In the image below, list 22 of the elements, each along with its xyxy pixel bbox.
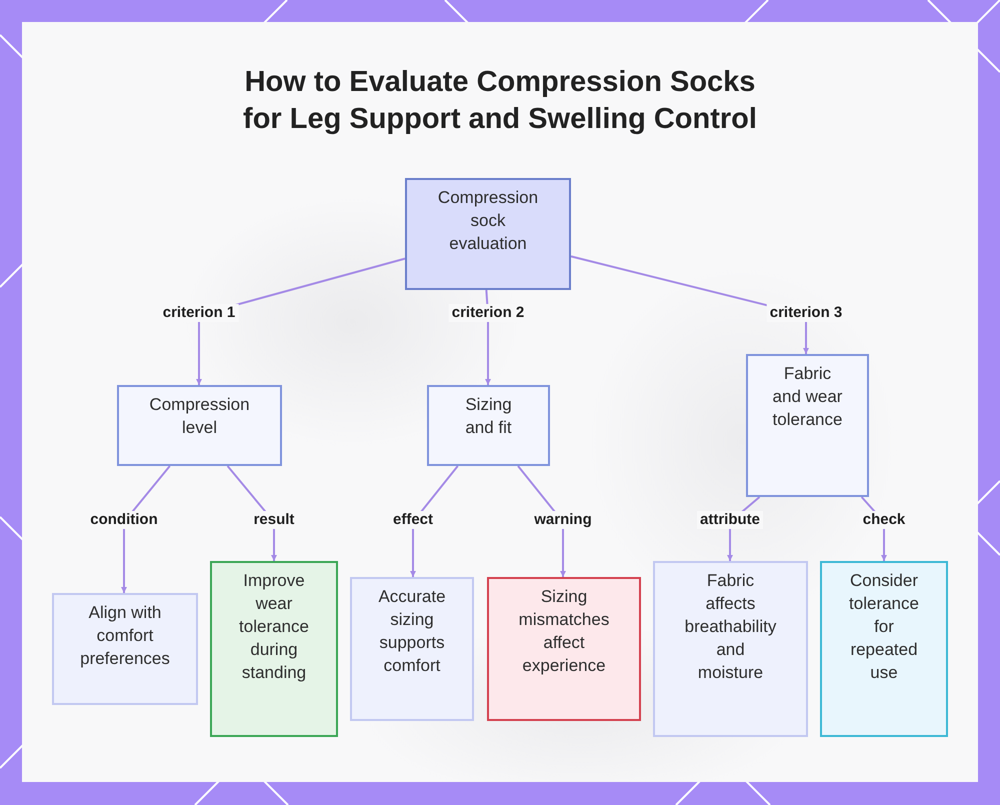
category-box: [117, 385, 282, 466]
node-text: Consider tolerance for repeated use: [848, 570, 920, 684]
detail-box: [820, 561, 948, 737]
node-text: Improve wear tolerance during standing: [238, 570, 310, 684]
node-text: Sizing mismatches affect experience: [518, 586, 610, 677]
detail-box: [52, 593, 198, 705]
detail-box: [487, 577, 641, 721]
detail-box: [210, 561, 338, 737]
category-box: [427, 385, 550, 466]
edge-label: attribute: [697, 511, 763, 529]
node-text: Compression level: [148, 394, 251, 439]
node-text: Sizing and fit: [464, 394, 513, 439]
node-text: Align with comfort preferences: [79, 602, 171, 670]
diagram-title: How to Evaluate Compression Socks for Leg Support and Swelling Control: [242, 65, 758, 137]
detail-box: [653, 561, 808, 737]
node-text: Fabric affects breathability and moisture: [684, 570, 778, 684]
category-box: [746, 354, 869, 497]
root-box: [405, 178, 571, 290]
detail-box: [350, 577, 474, 721]
node-text: Compression sock evaluation: [436, 187, 540, 255]
node-text: Accurate sizing supports comfort: [377, 586, 447, 677]
node-text: Fabric and wear tolerance: [772, 363, 844, 431]
